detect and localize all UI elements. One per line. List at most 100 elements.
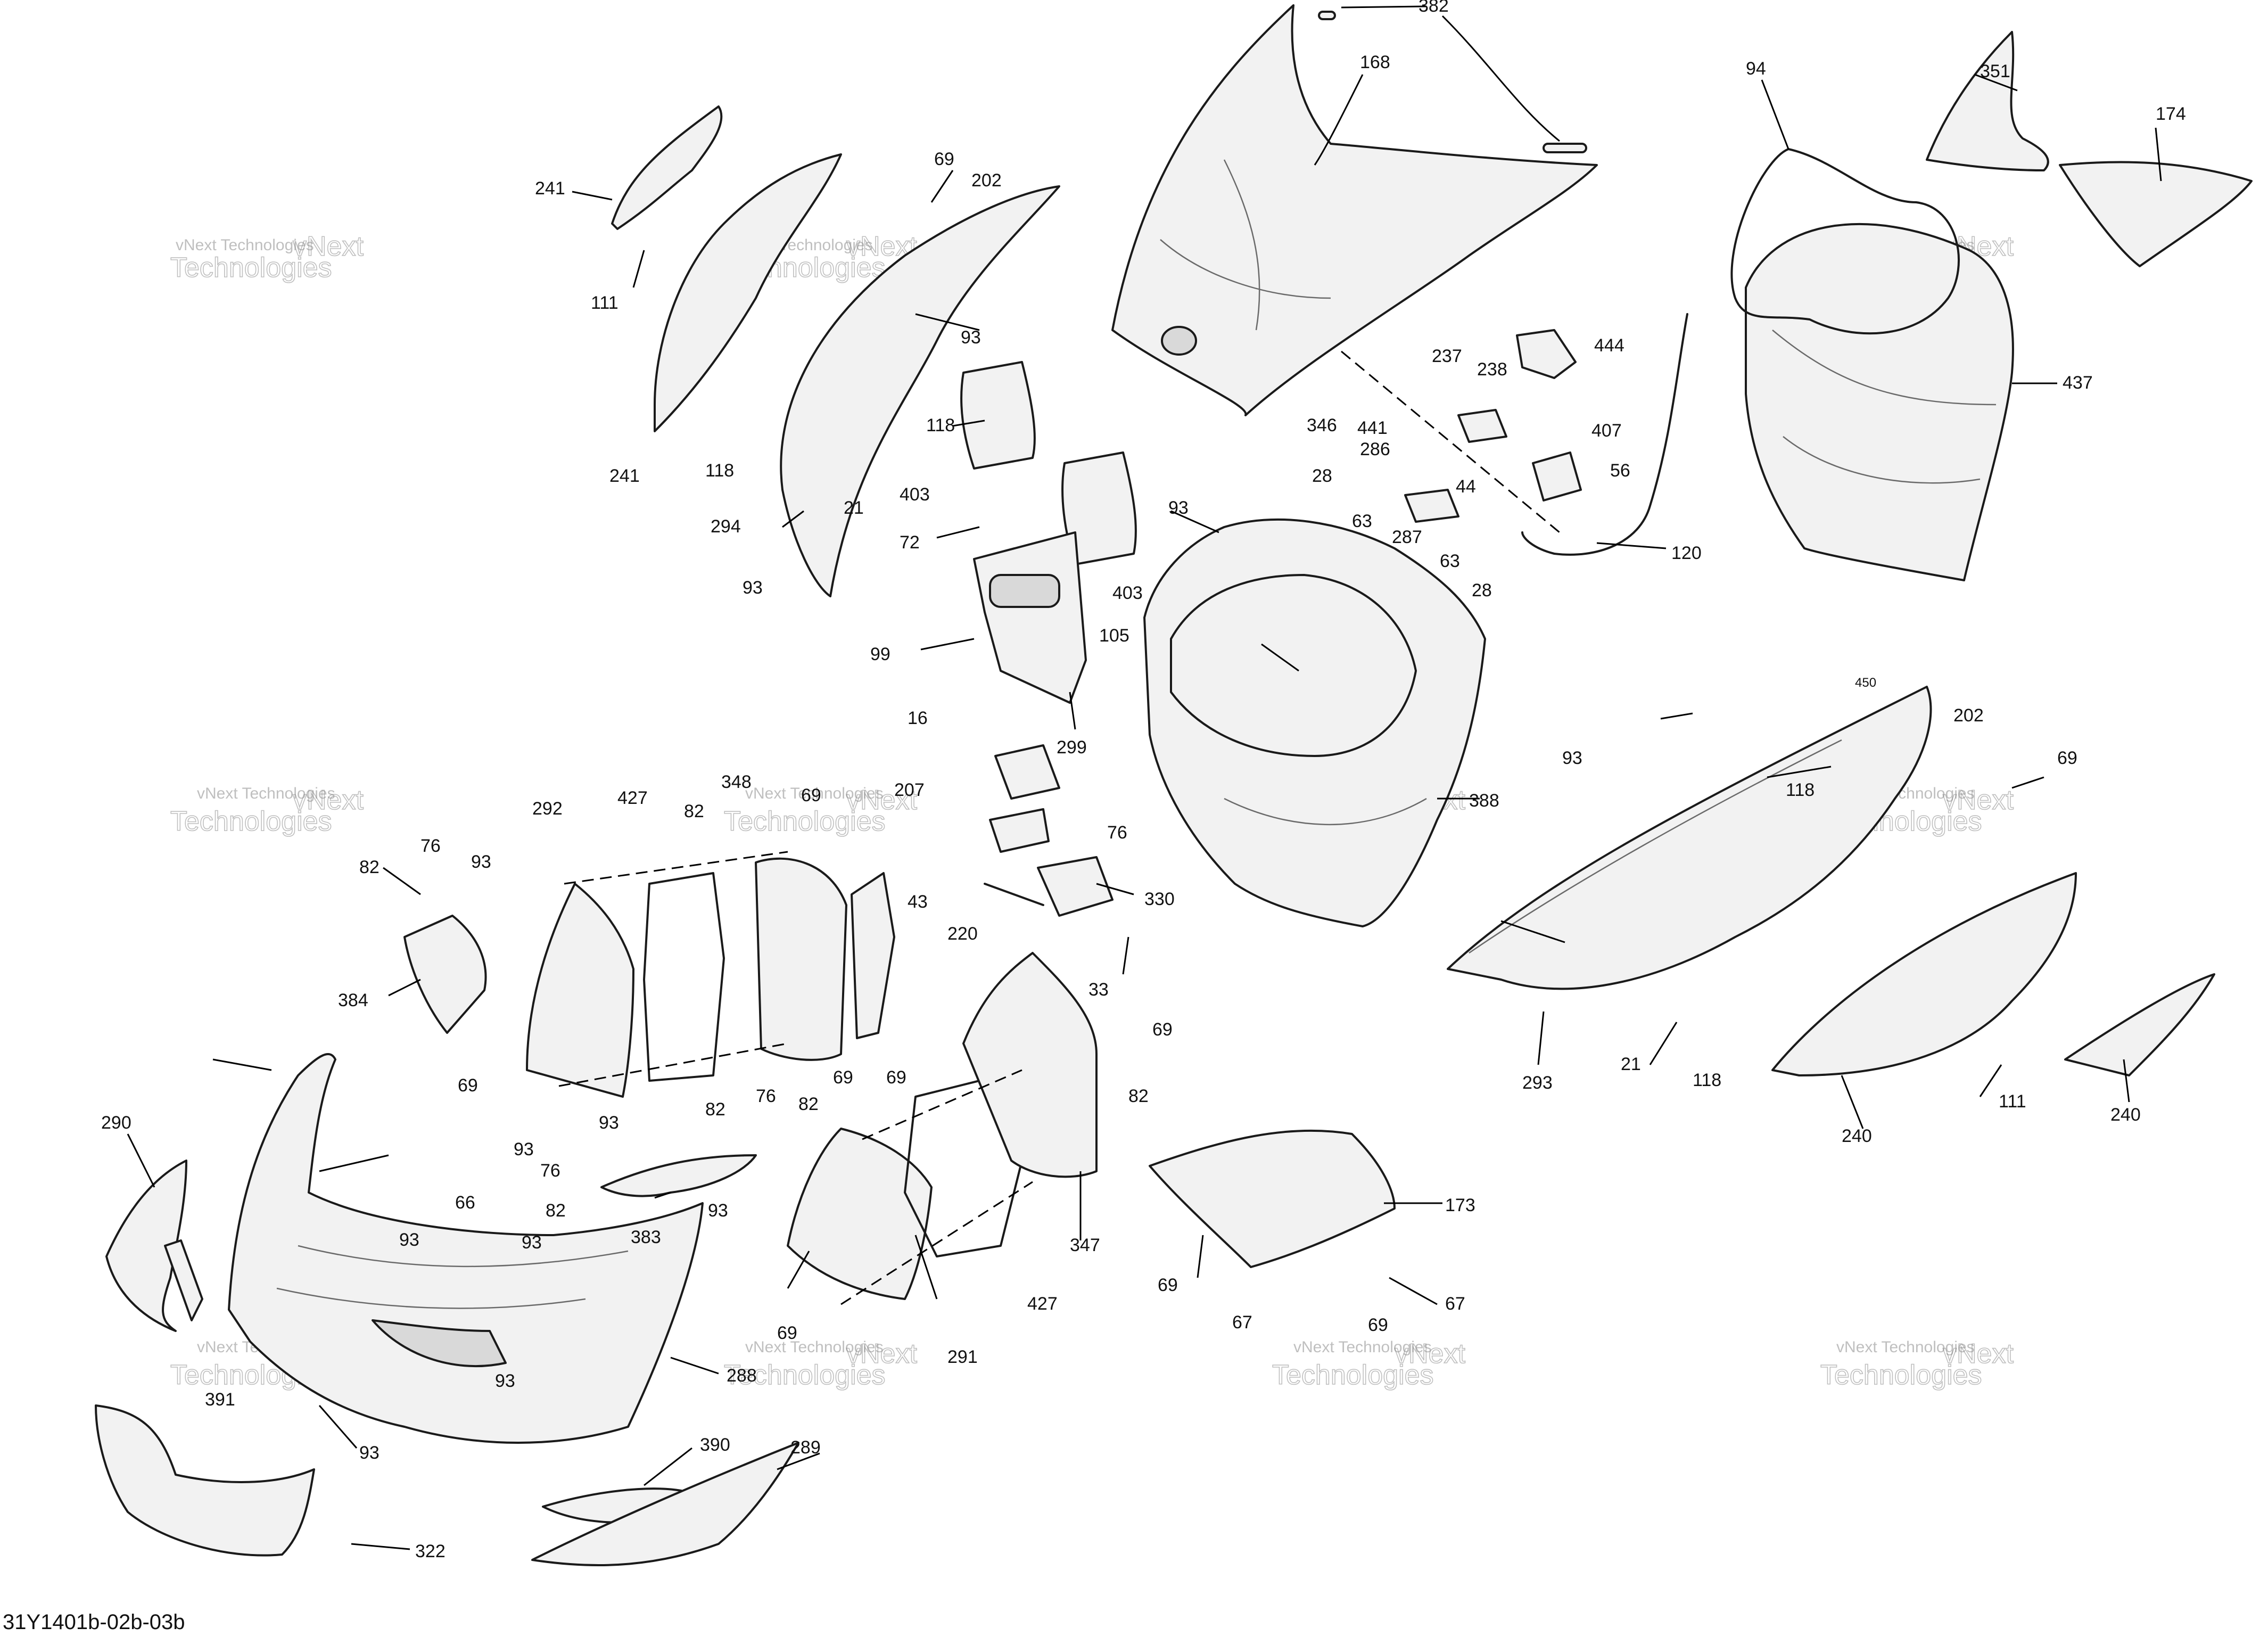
detail-line	[1223, 159, 1260, 331]
callout-label: 290	[101, 1113, 131, 1133]
leader-line	[318, 1405, 358, 1449]
callout-label: 382	[1418, 0, 1449, 16]
part-duct-347	[962, 952, 1098, 1178]
callout-label: 44	[1456, 476, 1476, 497]
callout-label: 93	[522, 1232, 542, 1253]
callout-label: 238	[1477, 359, 1507, 380]
callout-label: 403	[1112, 583, 1143, 603]
leader-line	[1314, 74, 1364, 166]
callout-label: 63	[1352, 511, 1372, 531]
leader-line	[787, 1251, 810, 1289]
callout-label: 69	[801, 785, 821, 805]
detail-line	[1783, 436, 1981, 484]
callout-label: 28	[1472, 580, 1492, 601]
callout-label: 347	[1070, 1235, 1100, 1255]
detail-line	[1469, 739, 1842, 954]
watermark-text: vNext	[293, 231, 364, 262]
callout-label: 173	[1445, 1195, 1475, 1215]
callout-label: 330	[1144, 889, 1175, 909]
callout-label: 118	[1786, 780, 1815, 800]
callout-label: 286	[1360, 439, 1390, 459]
parts-layer	[95, 4, 2253, 1566]
callout-label: 288	[727, 1366, 757, 1386]
leader-line	[1170, 510, 1219, 533]
callout-label: 93	[1168, 498, 1189, 518]
callout-label: 202	[1953, 705, 1984, 726]
callout-label: 241	[609, 466, 640, 486]
callout-label: 93	[471, 852, 491, 872]
part-duct-348	[755, 857, 847, 1061]
callout-label: 76	[540, 1161, 560, 1181]
part-reservoir-403-a	[960, 361, 1036, 470]
callout-label: 67	[1445, 1294, 1465, 1314]
leader-line	[1197, 1235, 1204, 1278]
watermark-text: vNext	[293, 785, 364, 816]
callout-label: 322	[415, 1541, 446, 1561]
part-bracket-286	[1404, 489, 1459, 523]
callout-label: 427	[617, 788, 648, 808]
detail-line	[1772, 330, 1997, 406]
leader-line	[644, 1447, 692, 1486]
part-trim-289	[531, 1442, 799, 1566]
callout-label: 441	[1357, 418, 1388, 438]
part-mount-207	[989, 808, 1050, 853]
diagram-code: 31Y1401b-02b-03b	[3, 1610, 185, 1634]
part-382	[1318, 11, 1336, 20]
callout-label: 93	[399, 1230, 419, 1250]
watermark-text: vNext	[1943, 1338, 2014, 1369]
callout-label: 33	[1088, 980, 1109, 1000]
part-latch-237	[1457, 409, 1507, 443]
callout-label: 63	[1440, 551, 1460, 571]
callout-label: 93	[495, 1371, 515, 1391]
leader-layer	[127, 5, 2162, 1550]
callout-label: 28	[1312, 466, 1332, 486]
callout-label: 69	[886, 1067, 906, 1088]
assembly-line	[564, 851, 788, 885]
part-trim-240	[1771, 872, 2077, 1076]
part-latch-407	[1532, 451, 1582, 502]
callout-label: 69	[1368, 1315, 1388, 1335]
callout-label: 346	[1307, 415, 1337, 435]
callout-label: 240	[1842, 1126, 1872, 1146]
callout-label: 168	[1360, 52, 1390, 72]
callout-label: 43	[908, 892, 928, 912]
callout-label: 69	[1158, 1275, 1178, 1295]
part-duct-292	[526, 883, 634, 1098]
callout-label: 390	[700, 1435, 730, 1455]
detail-line	[276, 1287, 586, 1309]
callout-label: 21	[844, 498, 864, 518]
callout-label: 66	[455, 1193, 475, 1213]
watermark-text: vNext	[1395, 1338, 1465, 1369]
part-skid-plate-173	[1149, 1129, 1396, 1268]
callout-label: 93	[743, 578, 763, 598]
callout-label: 82	[546, 1201, 566, 1221]
callout-label: 94	[1746, 59, 1766, 79]
callout-label: 348	[721, 772, 752, 792]
leader-line	[914, 1235, 938, 1300]
callout-label: 93	[599, 1113, 619, 1133]
leader-line	[920, 638, 975, 651]
callout-label: 69	[833, 1067, 853, 1088]
callout-label: 93	[359, 1443, 380, 1463]
part-upper-cowl-168	[1111, 4, 1598, 416]
callout-layer: 382 168 94 351 174 241 111 241 118 69 20…	[101, 0, 2186, 1561]
leader-line	[2011, 776, 2044, 789]
callout-label: 120	[1671, 543, 1702, 563]
callout-label: 351	[1980, 61, 2010, 81]
leader-line	[1069, 692, 1076, 730]
assembly-line	[840, 1181, 1033, 1305]
watermark-text: Technologies	[170, 806, 332, 837]
watermark-text: vNext	[1943, 785, 2014, 816]
part-lens	[989, 574, 1060, 608]
callout-label: 407	[1591, 421, 1622, 441]
leader-line	[2155, 127, 2162, 182]
callout-label: 105	[1099, 626, 1129, 646]
callout-label: 76	[1107, 823, 1127, 843]
callout-label: 21	[1621, 1054, 1641, 1074]
watermark-text: vNext Technologies	[745, 785, 884, 802]
part-reservoir-403-b	[1061, 451, 1137, 565]
callout-label: 289	[790, 1437, 821, 1458]
leader-line	[1761, 79, 1789, 150]
part-cable-120	[1521, 313, 1688, 556]
